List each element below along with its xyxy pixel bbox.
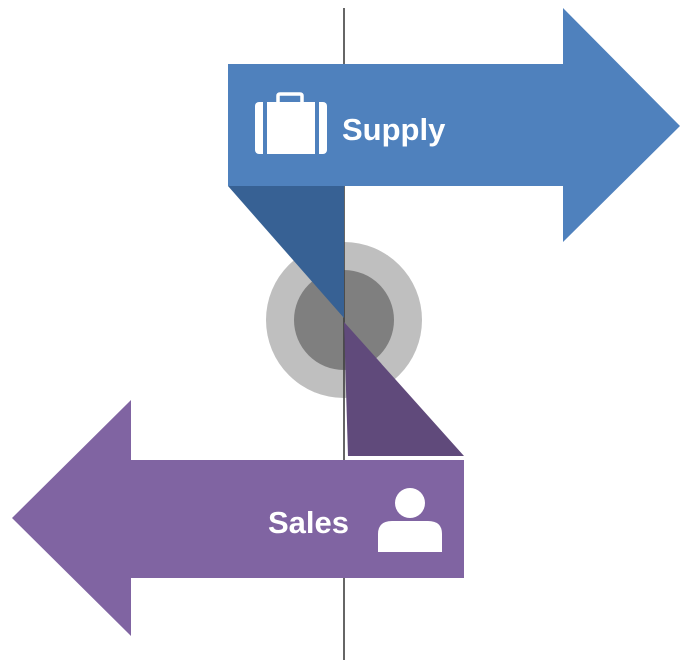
supply-arrow-body: [228, 8, 680, 242]
sales-arrow: Sales: [12, 400, 464, 636]
sales-arrow-body: [12, 400, 464, 636]
sales-arrow-fold: [344, 322, 464, 456]
supply-arrow: Supply: [228, 8, 680, 242]
supply-label: Supply: [342, 112, 446, 147]
person-icon: [378, 488, 442, 552]
sales-label: Sales: [268, 505, 349, 540]
briefcase-icon: [255, 92, 327, 154]
supply-arrow-fold: [228, 186, 344, 318]
